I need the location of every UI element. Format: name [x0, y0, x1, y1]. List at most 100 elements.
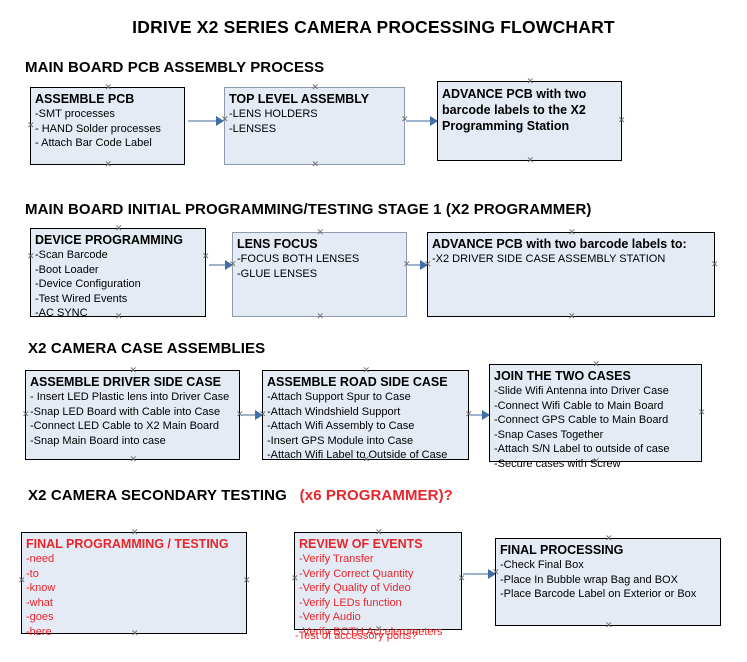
- resize-handle-left[interactable]: [27, 253, 34, 260]
- node-body: ASSEMBLE ROAD SIDE CASE -Attach Support …: [263, 371, 468, 463]
- node-line: -Attach S/N Label to outside of case: [494, 443, 670, 455]
- node-advance-pcb-x2-programming-station[interactable]: ADVANCE PCB with two barcode labels to t…: [437, 81, 622, 161]
- page-title: IDRIVE X2 SERIES CAMERA PROCESSING FLOWC…: [132, 17, 615, 37]
- resize-handle-left[interactable]: [229, 261, 236, 268]
- section-header-label: MAIN BOARD INITIAL PROGRAMMING/TESTING S…: [25, 201, 592, 218]
- section-header-label: X2 CAMERA CASE ASSEMBLIES: [28, 340, 266, 357]
- connector-line: [406, 120, 437, 122]
- node-title: FINAL PROGRAMMING / TESTING: [26, 537, 229, 551]
- node-title: ADVANCE PCB with two barcode labels to t…: [442, 87, 587, 133]
- node-title: JOIN THE TWO CASES: [494, 369, 631, 383]
- node-final-programming-testing[interactable]: FINAL PROGRAMMING / TESTING -need -to -k…: [18, 529, 250, 638]
- resize-handle-top[interactable]: [131, 529, 138, 536]
- node-title: ASSEMBLE DRIVER SIDE CASE: [30, 375, 222, 389]
- section-header-main-board-initial-programming: MAIN BOARD INITIAL PROGRAMMING/TESTING S…: [25, 201, 592, 218]
- node-review-of-events[interactable]: REVIEW OF EVENTS -Verify Transfer -Verif…: [291, 529, 465, 638]
- section-header-main-board-pcb-assembly-process: MAIN BOARD PCB ASSEMBLY PROCESS: [25, 59, 324, 76]
- resize-handle-bottom[interactable]: [363, 456, 370, 463]
- resize-handle-bottom[interactable]: [312, 161, 319, 168]
- resize-handle-top[interactable]: [375, 529, 382, 536]
- section-header-x2-camera-case-assemblies: X2 CAMERA CASE ASSEMBLIES: [28, 340, 265, 357]
- resize-handle-left[interactable]: [291, 575, 298, 582]
- connector-line: [209, 264, 232, 266]
- node-advance-pcb-driver-side-case[interactable]: ADVANCE PCB with two barcode labels to: …: [427, 232, 715, 317]
- node-line: -Check Final Box: [500, 559, 584, 571]
- node-body: LENS FOCUS -FOCUS BOTH LENSES -GLUE LENS…: [233, 233, 406, 281]
- resize-handle-top[interactable]: [568, 229, 575, 236]
- node-assemble-road-side-case[interactable]: ASSEMBLE ROAD SIDE CASE -Attach Support …: [259, 367, 469, 463]
- node-line: -Verify Audio: [299, 611, 361, 623]
- resize-handle-top[interactable]: [593, 361, 600, 368]
- resize-handle-bottom[interactable]: [115, 313, 122, 320]
- resize-handle-top[interactable]: [130, 367, 137, 374]
- resize-handle-top[interactable]: [105, 84, 112, 91]
- node-line: -Connect LED Cable to X2 Main Board: [30, 420, 219, 432]
- resize-handle-top[interactable]: [605, 535, 612, 542]
- node-line: -Connect GPS Cable to Main Board: [494, 414, 669, 426]
- resize-handle-top[interactable]: [527, 78, 534, 85]
- node-line: -know: [26, 582, 56, 594]
- node-line: -Attach Wifi Assembly to Case: [267, 420, 415, 432]
- node-line: -Verify Quality of Video: [299, 582, 411, 594]
- resize-handle-bottom[interactable]: [131, 630, 138, 637]
- resize-handle-bottom[interactable]: [568, 313, 575, 320]
- section-header-label: X2 CAMERA SECONDARY TESTING: [28, 487, 287, 504]
- resize-handle-top[interactable]: [363, 367, 370, 374]
- resize-handle-left[interactable]: [259, 411, 266, 418]
- node-lens-focus[interactable]: LENS FOCUS -FOCUS BOTH LENSES -GLUE LENS…: [232, 232, 407, 317]
- node-body: ASSEMBLE PCB -SMT processes - HAND Solde…: [31, 88, 184, 151]
- resize-handle-top[interactable]: [317, 229, 324, 236]
- node-line: -Insert GPS Module into Case: [267, 434, 414, 447]
- resize-handle-right[interactable]: [243, 577, 250, 584]
- node-line: -Snap Main Board into case: [30, 434, 166, 447]
- node-line: -Attach Support Spur to Case: [267, 391, 411, 403]
- connector-arrowhead-icon: [482, 410, 490, 420]
- resize-handle-bottom[interactable]: [593, 458, 600, 465]
- node-line: -Verify BOTH Accelerometers: [299, 625, 443, 638]
- node-line: -FOCUS BOTH LENSES: [237, 253, 360, 265]
- node-assemble-pcb[interactable]: ASSEMBLE PCB -SMT processes - HAND Solde…: [30, 87, 185, 165]
- resize-handle-bottom[interactable]: [527, 157, 534, 164]
- resize-handle-left[interactable]: [424, 261, 431, 268]
- node-line: - HAND Solder processes: [35, 122, 161, 135]
- node-line: -Attach Windshield Support: [267, 405, 401, 418]
- resize-handle-top[interactable]: [312, 84, 319, 91]
- resize-handle-left[interactable]: [18, 577, 25, 584]
- resize-handle-top[interactable]: [115, 225, 122, 232]
- resize-handle-right[interactable]: [711, 261, 718, 268]
- node-device-programming[interactable]: DEVICE PROGRAMMING -Scan Barcode -Boot L…: [27, 225, 209, 320]
- node-line: -to: [26, 567, 39, 580]
- resize-handle-right[interactable]: [202, 253, 209, 260]
- node-body: ADVANCE PCB with two barcode labels to: …: [428, 233, 714, 267]
- node-line: -Verify Transfer: [299, 553, 374, 565]
- node-line: -Place In Bubble wrap Bag and BOX: [500, 573, 678, 586]
- resize-handle-left[interactable]: [27, 122, 34, 129]
- node-line: -what: [26, 596, 53, 609]
- resize-handle-right[interactable]: [458, 575, 465, 582]
- section-header-label: MAIN BOARD PCB ASSEMBLY PROCESS: [25, 59, 325, 76]
- connector-arrowhead-icon: [430, 116, 438, 126]
- node-top-level-assembly[interactable]: TOP LEVEL ASSEMBLY -LENS HOLDERS -LENSES: [224, 87, 405, 165]
- node-body: JOIN THE TWO CASES -Slide Wifi Antenna i…: [490, 365, 701, 471]
- node-title: ASSEMBLE PCB: [35, 92, 135, 106]
- resize-handle-left[interactable]: [221, 116, 228, 123]
- connector-arrowhead-icon: [216, 116, 224, 126]
- node-body: ASSEMBLE DRIVER SIDE CASE - Insert LED P…: [26, 371, 239, 448]
- resize-handle-left[interactable]: [22, 411, 29, 418]
- resize-handle-left[interactable]: [492, 569, 499, 576]
- resize-handle-bottom[interactable]: [130, 456, 137, 463]
- resize-handle-bottom[interactable]: [105, 161, 112, 168]
- node-line: -Device Configuration: [35, 278, 141, 290]
- resize-handle-right[interactable]: [698, 409, 705, 416]
- resize-handle-bottom[interactable]: [317, 313, 324, 320]
- resize-handle-bottom[interactable]: [605, 622, 612, 629]
- node-join-the-two-cases[interactable]: JOIN THE TWO CASES -Slide Wifi Antenna i…: [489, 361, 705, 470]
- node-title: TOP LEVEL ASSEMBLY: [229, 92, 370, 106]
- node-title: DEVICE PROGRAMMING: [35, 233, 183, 247]
- node-line: -here: [26, 625, 52, 638]
- node-body: TOP LEVEL ASSEMBLY -LENS HOLDERS -LENSES: [225, 88, 404, 136]
- node-assemble-driver-side-case[interactable]: ASSEMBLE DRIVER SIDE CASE - Insert LED P…: [25, 370, 240, 460]
- resize-handle-right[interactable]: [618, 117, 625, 124]
- node-final-processing[interactable]: FINAL PROCESSING -Check Final Box -Place…: [495, 538, 721, 626]
